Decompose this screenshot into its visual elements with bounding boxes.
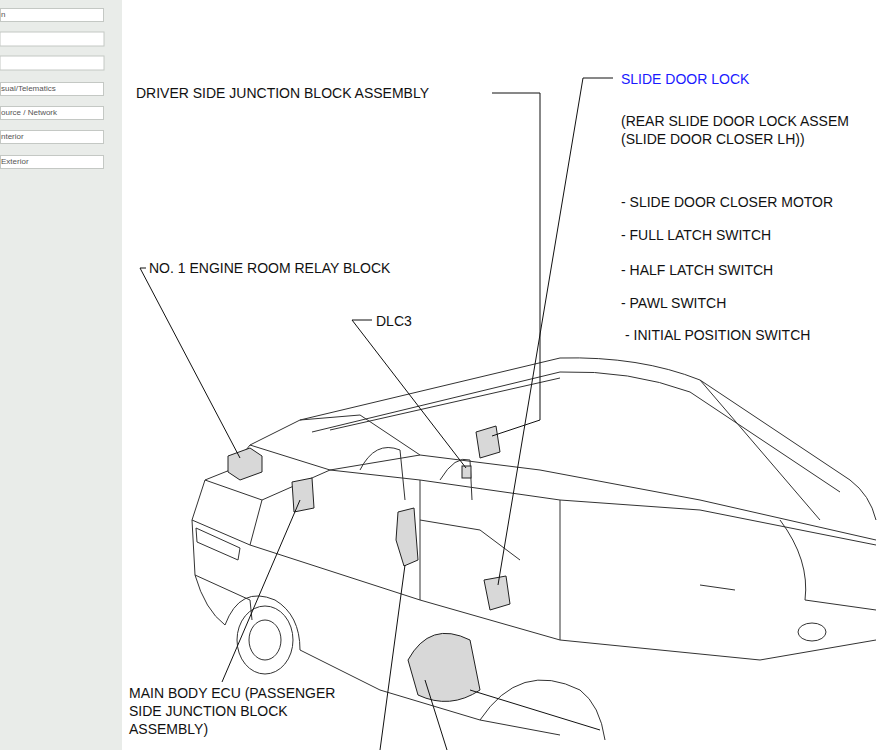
part-label: MAIN BODY ECU (PASSENGER SIDE JUNCTION B… xyxy=(129,684,361,738)
sidebar-panel xyxy=(0,0,122,750)
menu-text: Exterior xyxy=(1,156,103,168)
part-label: - SLIDE DOOR CLOSER MOTOR xyxy=(621,193,833,211)
sidebar-menu-item: n xyxy=(0,8,104,22)
part-label: DLC3 xyxy=(376,312,412,330)
sidebar-field xyxy=(0,32,104,46)
menu-text: sual/Telematics xyxy=(1,83,103,95)
sidebar-field xyxy=(0,56,104,70)
leader-line xyxy=(140,78,613,750)
part-label: NO. 1 ENGINE ROOM RELAY BLOCK xyxy=(149,259,390,277)
part-label: (REAR SLIDE DOOR LOCK ASSEM xyxy=(621,112,849,130)
sidebar-menu-item: Exterior xyxy=(0,155,104,169)
component-parts xyxy=(228,426,510,701)
sidebar-menu-item: ource / Network xyxy=(0,106,104,120)
part-label: - INITIAL POSITION SWITCH xyxy=(625,326,810,344)
sidebar-menu-item: sual/Telematics xyxy=(0,82,104,96)
part-label: DRIVER SIDE JUNCTION BLOCK ASSEMBLY xyxy=(136,84,429,102)
menu-text: nterior xyxy=(1,131,103,143)
sidebar-menu-item: nterior xyxy=(0,130,104,144)
menu-text: ource / Network xyxy=(1,107,103,119)
part-label: - HALF LATCH SWITCH xyxy=(621,261,773,279)
menu-text: n xyxy=(1,9,103,21)
part-label: - PAWL SWITCH xyxy=(621,294,726,312)
part-label: - FULL LATCH SWITCH xyxy=(621,226,771,244)
van-outline xyxy=(192,358,876,740)
part-label: SLIDE DOOR LOCK xyxy=(621,70,749,88)
part-label: (SLIDE DOOR CLOSER LH)) xyxy=(621,130,805,148)
